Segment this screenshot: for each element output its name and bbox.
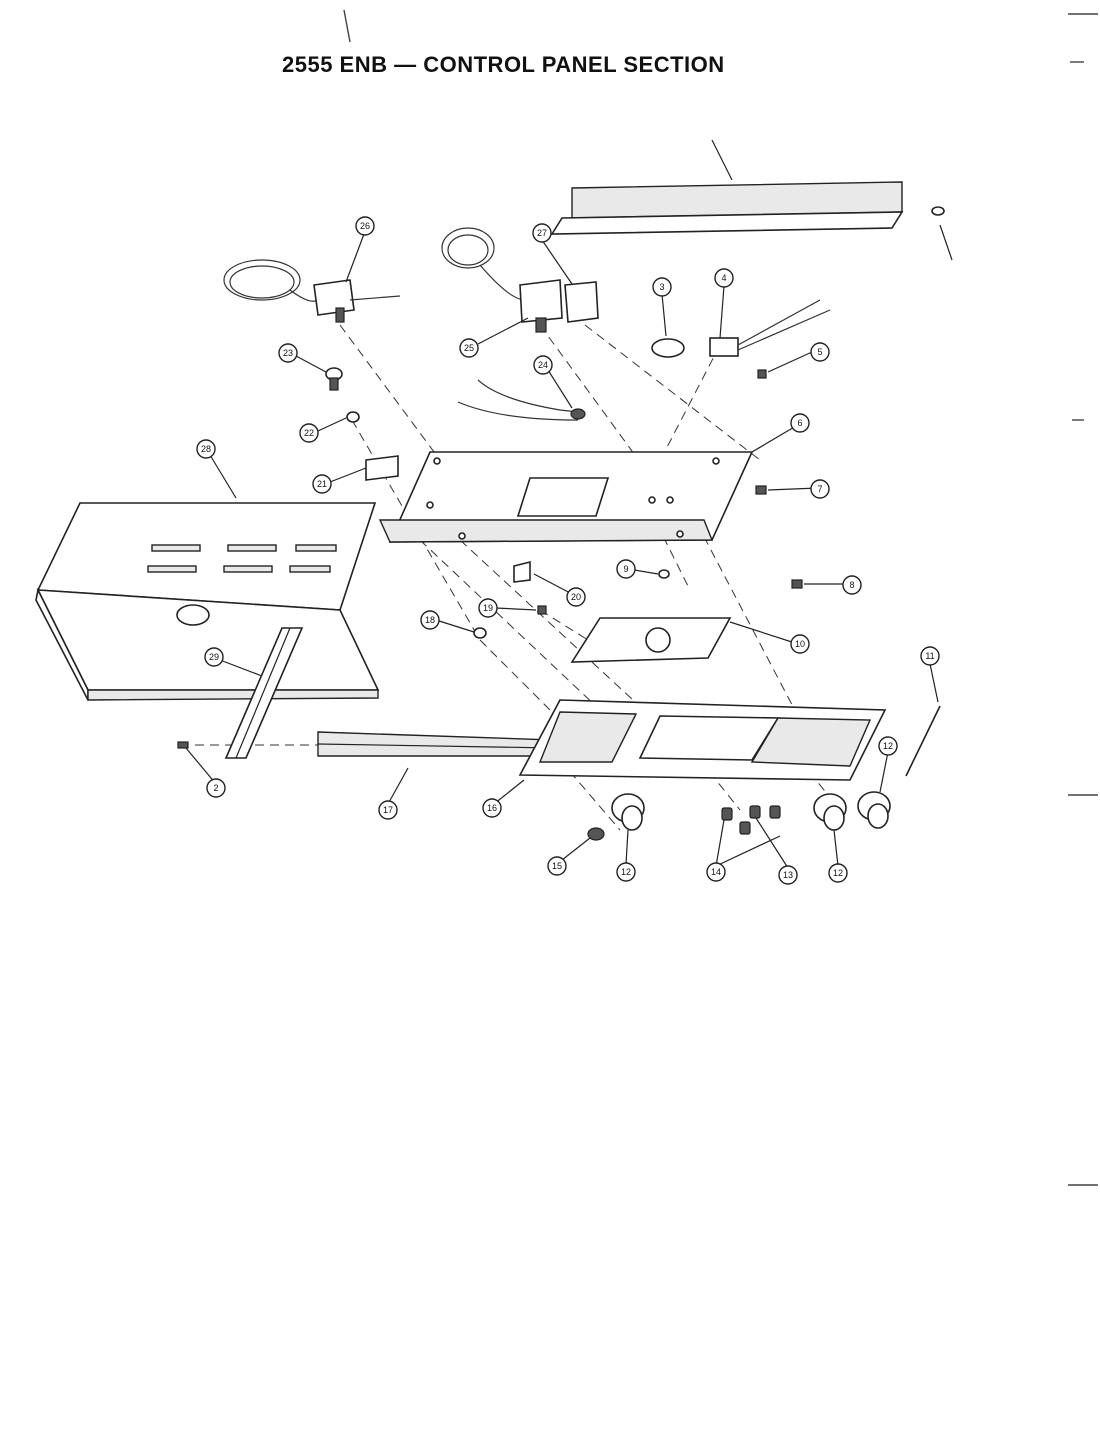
callout-15: 15 <box>547 856 567 876</box>
svg-text:23: 23 <box>283 348 293 358</box>
side-bracket <box>224 627 304 759</box>
svg-text:8: 8 <box>849 580 854 590</box>
thermostat-left <box>223 259 401 323</box>
svg-text:12: 12 <box>833 868 843 878</box>
margin-marks <box>343 9 1098 1186</box>
svg-text:24: 24 <box>538 360 548 370</box>
callout-18: 18 <box>420 610 440 630</box>
callout-24: 24 <box>533 355 553 375</box>
callout-16: 16 <box>482 798 502 818</box>
callout-13: 13 <box>778 865 798 885</box>
rod-11 <box>905 705 941 777</box>
callout-28: 28 <box>196 439 216 459</box>
svg-text:26: 26 <box>360 221 370 231</box>
svg-text:9: 9 <box>623 564 628 574</box>
wire-harness <box>457 379 586 421</box>
leader-lines <box>185 233 939 869</box>
svg-text:11: 11 <box>925 651 934 661</box>
callout-25: 25 <box>459 338 479 358</box>
svg-text:27: 27 <box>537 228 547 238</box>
hardware <box>473 485 803 639</box>
callout-23: 23 <box>278 343 298 363</box>
cabinet-housing <box>35 502 380 701</box>
svg-text:4: 4 <box>721 273 726 283</box>
callout-21: 21 <box>312 474 332 494</box>
svg-text:3: 3 <box>659 282 664 292</box>
callout-17: 17 <box>378 800 398 820</box>
callout-8: 8 <box>842 575 862 595</box>
lamp-assembly <box>651 299 831 379</box>
svg-text:5: 5 <box>817 347 822 357</box>
svg-text:22: 22 <box>304 428 314 438</box>
callout-3: 3 <box>652 277 672 297</box>
svg-text:16: 16 <box>487 803 497 813</box>
callout-19: 19 <box>478 598 498 618</box>
svg-text:25: 25 <box>464 343 474 353</box>
svg-text:6: 6 <box>797 418 802 428</box>
svg-text:2: 2 <box>213 783 218 793</box>
svg-text:21: 21 <box>317 479 327 489</box>
callout-12a: 12 <box>616 862 636 882</box>
callout-2: 2 <box>206 778 226 798</box>
small-parts-left <box>325 367 399 481</box>
callout-26: 26 <box>355 216 375 236</box>
svg-text:12: 12 <box>621 867 631 877</box>
svg-text:29: 29 <box>209 652 219 662</box>
front-panel <box>518 699 887 781</box>
screw-2 <box>177 741 189 749</box>
svg-text:19: 19 <box>483 603 493 613</box>
callout-9: 9 <box>616 559 636 579</box>
callout-7: 7 <box>810 479 830 499</box>
dial-plate <box>570 617 732 663</box>
page-title: 2555 ENB — CONTROL PANEL SECTION <box>282 52 725 77</box>
callout-20: 20 <box>566 587 586 607</box>
svg-text:12: 12 <box>883 741 893 751</box>
upper-bracket <box>550 139 953 261</box>
svg-text:15: 15 <box>552 861 562 871</box>
callout-12b: 12 <box>828 863 848 883</box>
knobs <box>587 791 891 841</box>
svg-text:13: 13 <box>783 870 793 880</box>
callout-5: 5 <box>810 342 830 362</box>
callout-29: 29 <box>204 647 224 667</box>
trim-strip <box>317 731 556 757</box>
svg-text:20: 20 <box>571 592 581 602</box>
push-buttons <box>721 805 781 835</box>
callout-11: 11 <box>920 646 940 666</box>
callout-22: 22 <box>299 423 319 443</box>
svg-text:28: 28 <box>201 444 211 454</box>
callout-14: 14 <box>706 862 726 882</box>
svg-text:7: 7 <box>817 484 822 494</box>
svg-text:10: 10 <box>795 639 805 649</box>
callout-12c: 12 <box>878 736 898 756</box>
callout-4: 4 <box>714 268 734 288</box>
svg-text:17: 17 <box>383 805 393 815</box>
callout-10: 10 <box>790 634 810 654</box>
svg-text:18: 18 <box>425 615 435 625</box>
control-panel-backplate <box>378 451 754 543</box>
thermostat-right <box>441 227 599 333</box>
svg-text:14: 14 <box>711 867 721 877</box>
callout-27: 27 <box>532 223 552 243</box>
callout-6: 6 <box>790 413 810 433</box>
